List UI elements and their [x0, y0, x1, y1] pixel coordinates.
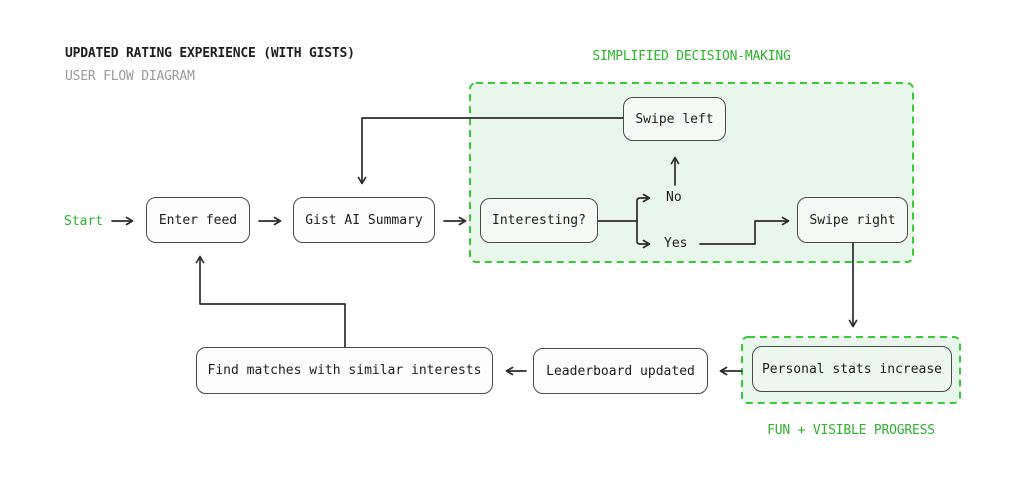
branch-label-yes: Yes: [664, 236, 688, 251]
node-find-matches: Find matches with similar interests: [196, 347, 493, 394]
node-gist-ai-summary-label: Gist AI Summary: [305, 212, 423, 228]
edge-swipe-left-to-gist: [357, 117, 624, 185]
node-enter-feed: Enter feed: [146, 197, 250, 243]
start-label: Start: [64, 214, 104, 229]
node-swipe-left-label: Swipe left: [635, 111, 714, 127]
branch-label-no: No: [666, 190, 682, 205]
node-interesting-label: Interesting?: [492, 213, 586, 228]
node-swipe-left: Swipe left: [623, 97, 726, 141]
node-swipe-right-label: Swipe right: [809, 212, 896, 228]
edge-fork-to-no: [636, 193, 651, 222]
annotation-fun-visible-progress: FUN + VISIBLE PROGRESS: [767, 423, 935, 438]
node-leaderboard-updated: Leaderboard updated: [533, 348, 708, 394]
edge-fork-to-yes: [636, 220, 651, 249]
annotation-simplified-decision-making: SIMPLIFIED DECISION-MAKING: [592, 49, 791, 64]
edge-find-matches-to-enter-feed: [195, 255, 346, 348]
edge-yes-to-swipe-right: [699, 216, 790, 245]
node-leaderboard-updated-label: Leaderboard updated: [546, 363, 695, 379]
node-enter-feed-label: Enter feed: [158, 212, 238, 228]
page-title: UPDATED RATING EXPERIENCE (WITH GISTS): [65, 46, 355, 61]
node-personal-stats-increase-label: Personal stats increase: [761, 361, 942, 377]
node-personal-stats-increase: Personal stats increase: [752, 346, 952, 392]
page-subtitle: USER FLOW DIAGRAM: [65, 69, 195, 84]
node-swipe-right: Swipe right: [797, 197, 908, 243]
node-find-matches-label: Find matches with similar interests: [207, 363, 482, 378]
node-interesting: Interesting?: [480, 198, 598, 243]
node-gist-ai-summary: Gist AI Summary: [293, 197, 435, 243]
